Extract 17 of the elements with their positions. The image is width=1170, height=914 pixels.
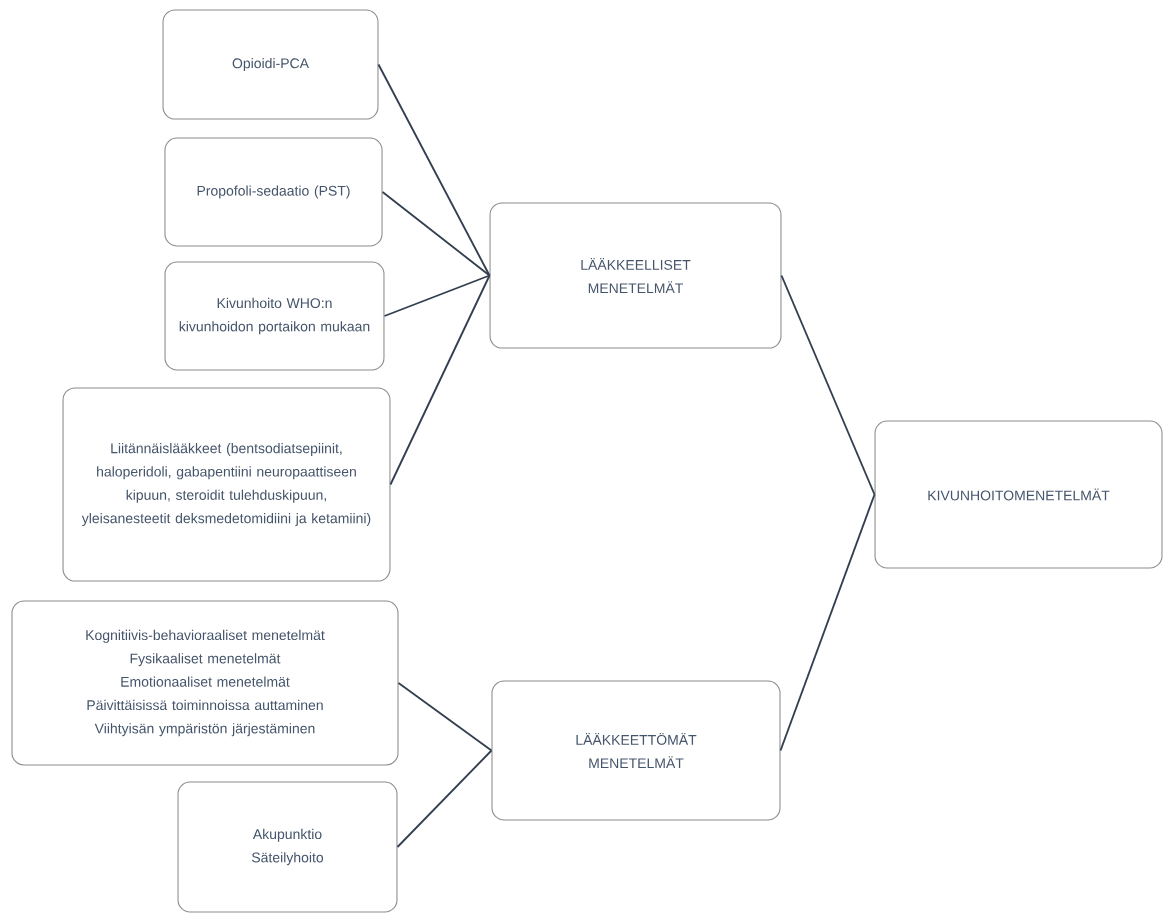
connector-line bbox=[396, 749, 493, 848]
text-box: Liitännäislääkkeet (bentsodiatsepiinit, haloperidoli, gabapentiini neuropaattiseen kipuun, steroidit tulehduskipuun, yleisanesteetit deksmedetomidiini ja ketamiini) bbox=[62, 387, 391, 582]
text-box: Akupunktio Säteilyhoito bbox=[177, 781, 398, 913]
connector-line bbox=[780, 274, 876, 496]
text-box: LÄÄKKEETTÖMÄT MENETELMÄT bbox=[491, 680, 781, 821]
text-box: Opioidi-PCA bbox=[162, 9, 379, 120]
text-box: Kognitiivis-behavioraaliset menetelmät Fysikaaliset menetelmät Emotionaaliset menetelmät Päivittäisissä toiminnoissa auttaminen Viihtyisän ympäristön järjestäminen bbox=[11, 600, 399, 766]
connector-line bbox=[779, 493, 876, 752]
connector-line bbox=[383, 274, 491, 317]
connector-line bbox=[377, 63, 491, 277]
connector-line bbox=[381, 191, 491, 277]
connector-line bbox=[389, 274, 491, 486]
text-box: KIVUNHOITOMENETELMÄT bbox=[874, 420, 1163, 569]
connector-line bbox=[397, 682, 493, 752]
text-box: Kivunhoito WHO:n kivunhoidon portaikon mukaan bbox=[164, 261, 385, 371]
text-box: Propofoli-sedaatio (PST) bbox=[164, 137, 383, 247]
text-box: LÄÄKKEELLISET MENETELMÄT bbox=[489, 202, 782, 349]
